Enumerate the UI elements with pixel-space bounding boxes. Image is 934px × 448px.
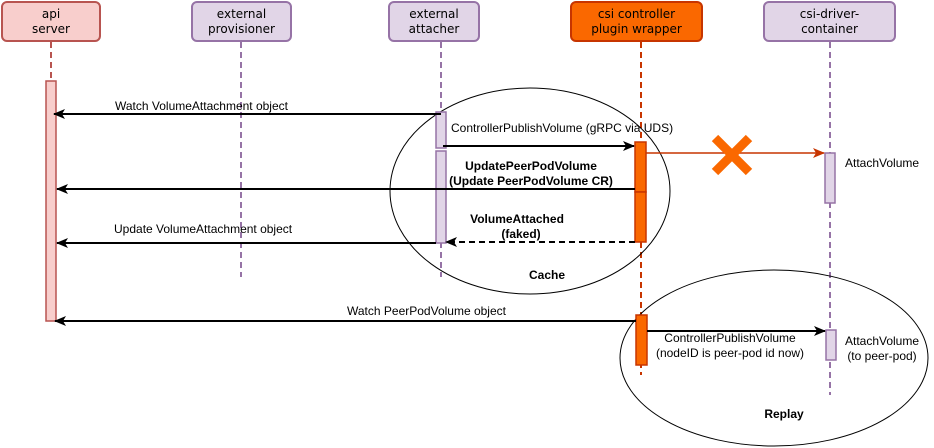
activation-csi-wrapper-3 xyxy=(635,314,648,366)
label-attachvolume-peerpod-line1: AttachVolume xyxy=(844,334,920,348)
label-watch-volumeattachment: Watch VolumeAttachment object xyxy=(115,99,288,113)
actor-label: external attacher xyxy=(408,6,460,36)
cache-group-ellipse xyxy=(389,87,671,295)
label-attachvolume-blocked: AttachVolume xyxy=(845,156,920,170)
activation-csi-wrapper-1 xyxy=(634,141,647,193)
activation-api-server xyxy=(45,80,57,322)
label-update-volumeattachment: Update VolumeAttachment object xyxy=(114,222,293,236)
label-updatepeerpodvolume-line1: UpdatePeerPodVolume xyxy=(465,159,597,173)
group-label-cache: Cache xyxy=(528,268,566,282)
label-attachvolume-peerpod-line2: (to peer-pod) xyxy=(847,349,917,363)
replay-group-ellipse xyxy=(619,269,929,447)
activation-csi-driver-2 xyxy=(825,329,837,361)
label-controllerpublishvolume-grpc: ControllerPublishVolume (gRPC via UDS) xyxy=(451,121,674,135)
label-updatepeerpodvolume-line2: (Update PeerPodVolume CR) xyxy=(449,174,613,188)
label-volumeattached-line1: VolumeAttached xyxy=(470,212,564,226)
actor-csi-controller-plugin-wrapper: csi controller plugin wrapper xyxy=(570,1,703,42)
actor-label: csi controller plugin wrapper xyxy=(591,6,682,36)
actor-csi-driver-container: csi-driver- container xyxy=(763,1,896,42)
label-controllerpublishvolume-replay-line1: ControllerPublishVolume xyxy=(664,331,796,345)
label-controllerpublishvolume-replay-line2: (nodeID is peer-pod id now) xyxy=(655,346,805,360)
label-volumeattached-line2: (faked) xyxy=(501,227,541,241)
activation-csi-wrapper-2 xyxy=(634,191,647,243)
actor-external-attacher: external attacher xyxy=(388,1,480,42)
activation-external-attacher-1 xyxy=(435,111,447,149)
actor-external-provisioner: external provisioner xyxy=(191,1,292,42)
activation-csi-driver-1 xyxy=(824,152,836,204)
blocked-x-icon xyxy=(711,134,753,176)
label-watch-peerpodvolume: Watch PeerPodVolume object xyxy=(347,304,506,318)
actor-label: api server xyxy=(32,6,70,36)
actor-label: csi-driver- container xyxy=(799,6,860,36)
actor-label: external provisioner xyxy=(208,6,275,36)
activation-external-attacher-2 xyxy=(435,150,447,244)
actor-api-server: api server xyxy=(1,1,101,42)
group-label-replay: Replay xyxy=(764,407,804,421)
